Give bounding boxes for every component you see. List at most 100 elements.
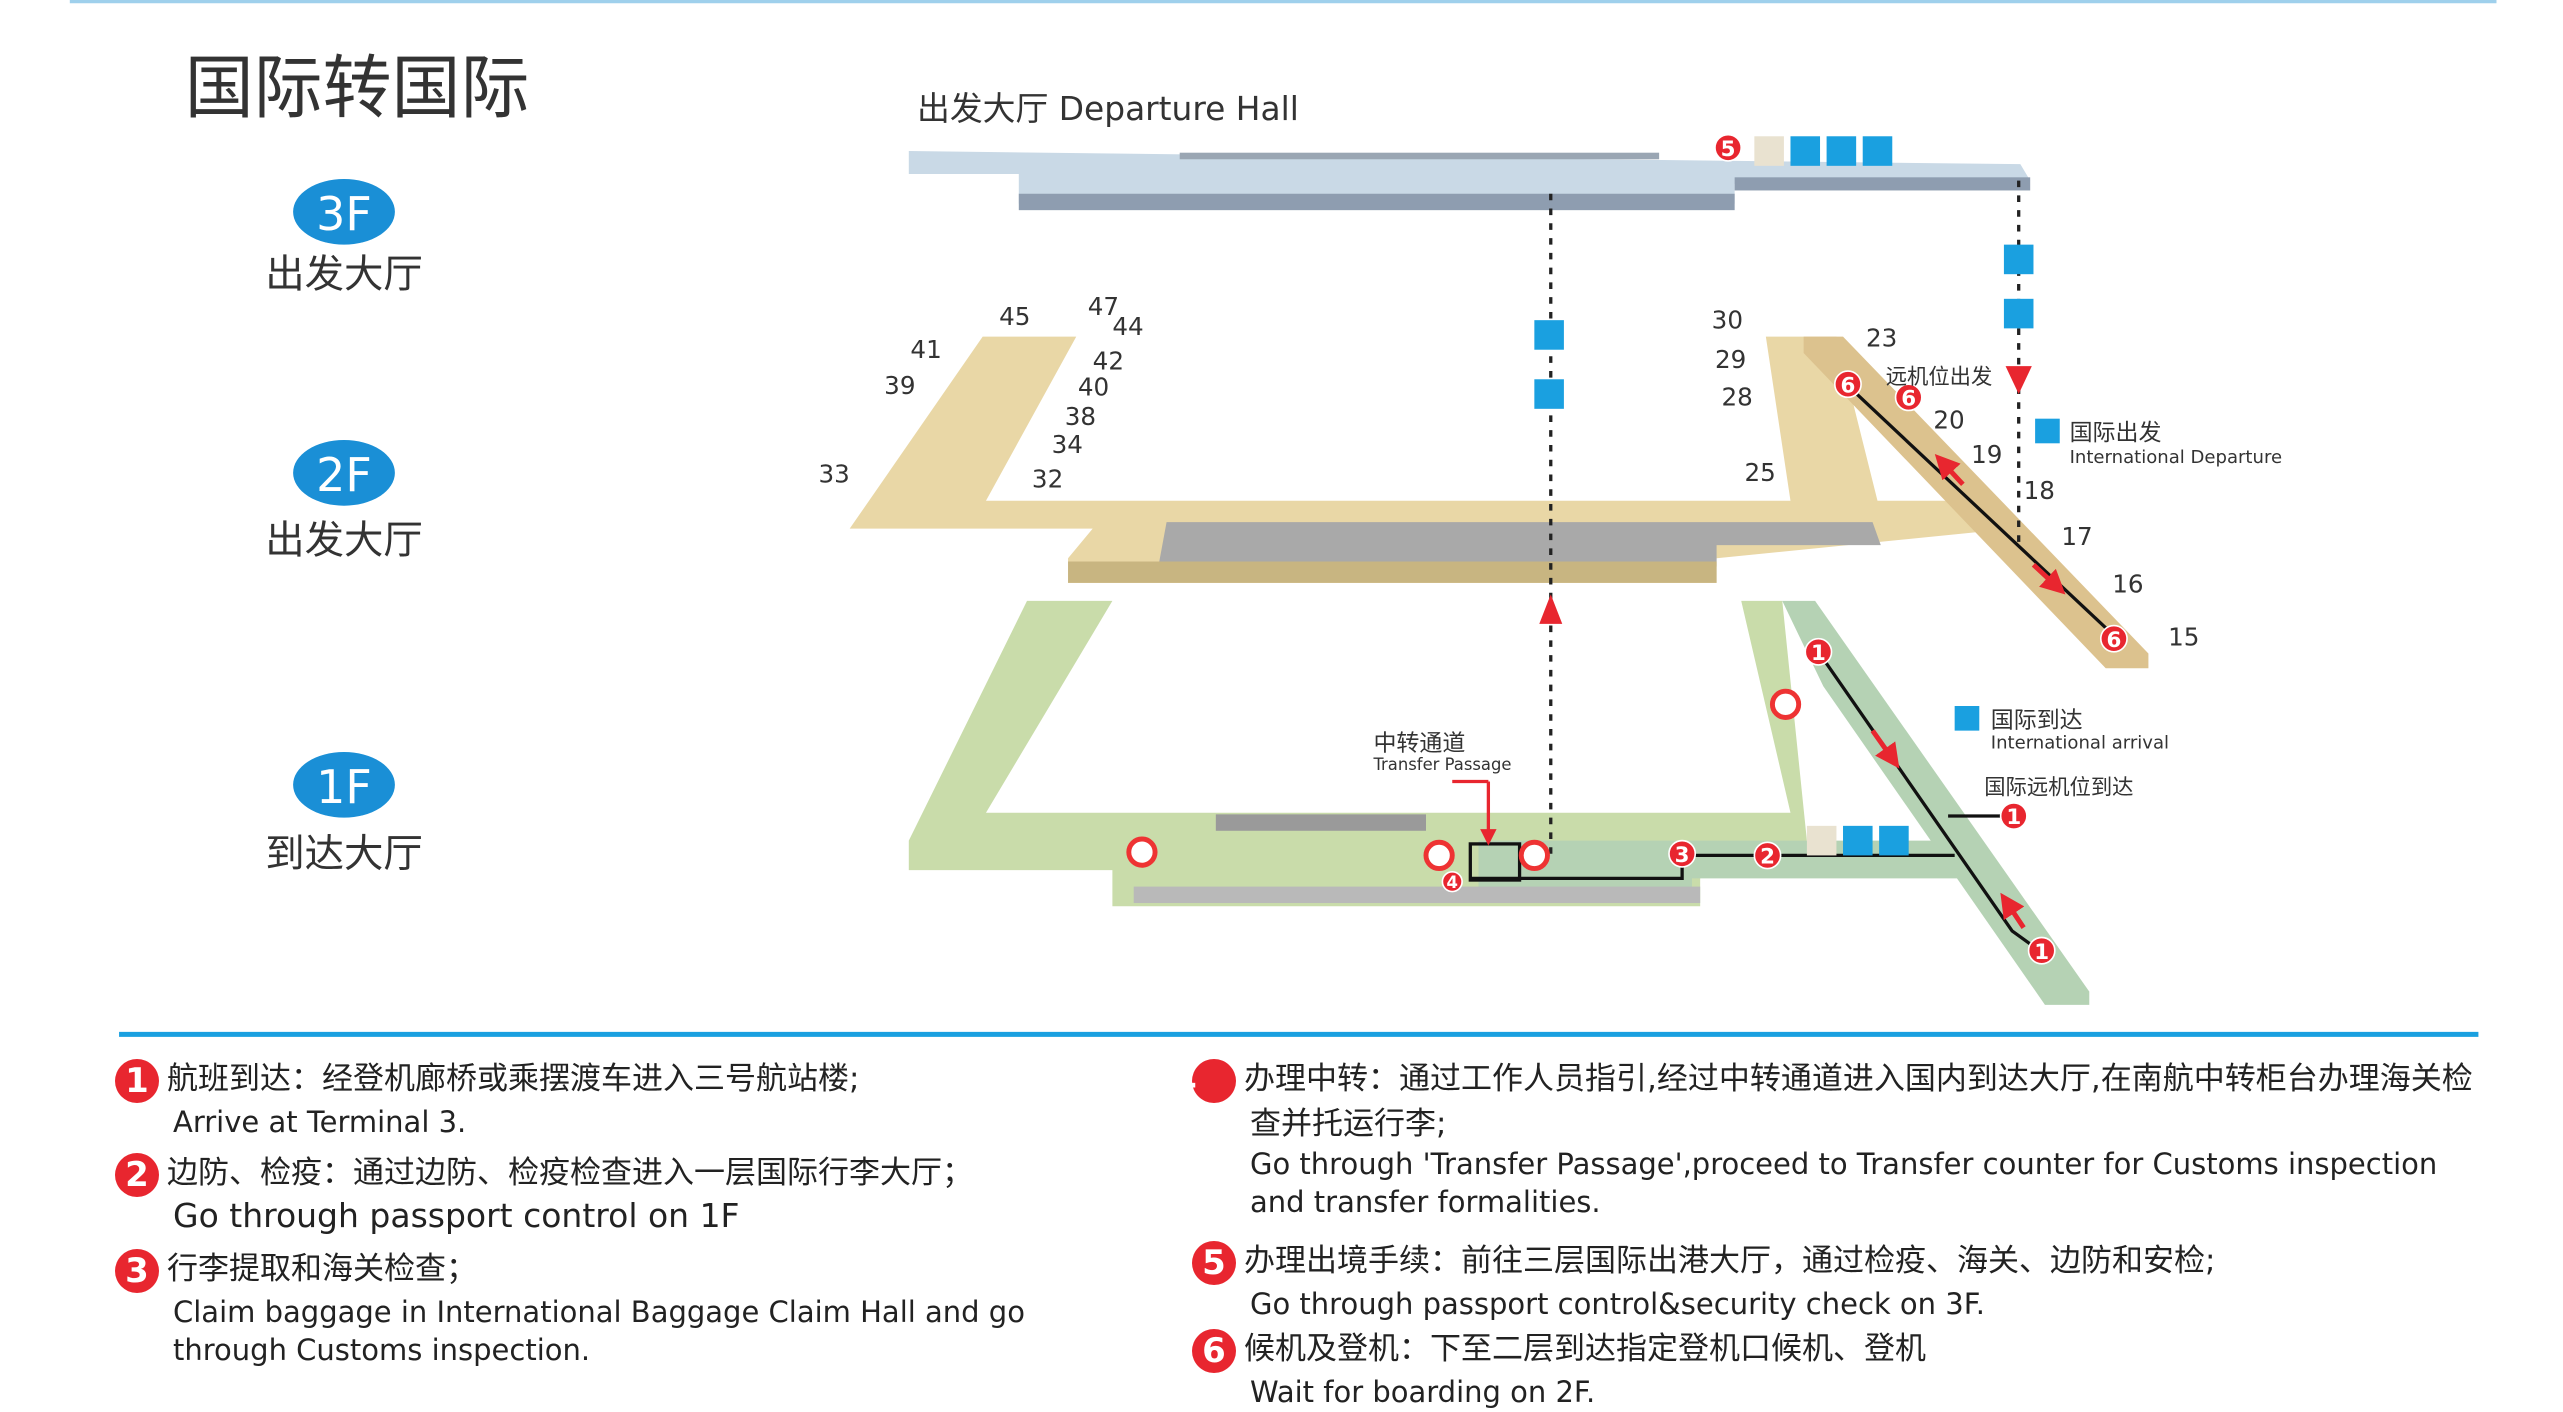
step-marker [1894, 383, 1923, 412]
escalator-icon [2003, 244, 2034, 275]
gate-label: 17 [2061, 522, 2092, 551]
customs-icon [1843, 825, 1873, 856]
step-text-cn: 航班到达：经登机廊桥或乘摆渡车进入三号航站楼; [167, 1061, 860, 1097]
passport-control-icon [1826, 136, 1857, 166]
security-check-icon [1862, 136, 1893, 166]
step-marker [2027, 936, 2056, 965]
floor-1f: 1F 到达大厅 [265, 751, 423, 877]
page-title: 国际转国际 [185, 49, 530, 129]
step-marker-number: 5 [1721, 137, 1736, 162]
gate-label: 30 [1712, 305, 1743, 334]
step-number: 2 [115, 1152, 159, 1197]
floor-badge-text: 2F [316, 448, 372, 502]
floor-badge-text: 3F [316, 187, 372, 241]
gate-label: 41 [910, 335, 941, 364]
gate-label: 44 [1112, 312, 1143, 341]
step-marker [1714, 133, 1743, 162]
intl-arrival-label-en: International arrival [1991, 733, 2169, 754]
step-marker-number: 6 [2107, 628, 2122, 653]
departure-hall-label: 出发大厅 Departure Hall [917, 90, 1299, 128]
gate-label: 23 [1866, 323, 1897, 352]
step-text-cn: 办理中转：通过工作人员指引,经过中转通道进入国内到达大厅,在南航中转柜台办理海关… [1244, 1061, 2473, 1142]
gate-label: 38 [1065, 402, 1096, 431]
step-marker [2099, 624, 2128, 653]
gate-label: 47 [1088, 292, 1119, 321]
up-arrow-icon [1539, 594, 1563, 624]
step-marker [1753, 841, 1782, 870]
gate-label: 33 [818, 460, 849, 489]
arrival-plane-icon [1954, 706, 1980, 731]
floor-3f-slab [908, 151, 2031, 211]
floor-badge [293, 751, 395, 818]
step-marker-number: 1 [2006, 805, 2021, 830]
floor-2f: 2F 出发大厅 [265, 440, 423, 563]
step-text-cn: 边防、检疫：通过边防、检疫检查进入一层国际行李大厅； [167, 1155, 973, 1191]
step-marker-number: 2 [1760, 845, 1775, 870]
step-marker [1668, 839, 1697, 868]
step-number: 6 [1192, 1328, 1236, 1373]
floor-label: 出发大厅 [265, 251, 423, 297]
intl-arrival-label: 国际到达 [1991, 707, 2083, 733]
passport-control-icon [1879, 825, 1909, 856]
gate-label: 16 [2112, 570, 2143, 599]
step-marker [1833, 370, 1862, 399]
down-arrow-icon [2005, 366, 2032, 395]
step-marker-number: 1 [2034, 940, 2049, 965]
step-text-en: Go through 'Transfer Passage',proceed to… [1250, 1146, 2438, 1219]
step-text-cn: 办理出境手续：前往三层国际出港大厅，通过检疫、海关、边防和安检; [1244, 1243, 2216, 1279]
step-number: 1 [115, 1058, 159, 1103]
floor-label: 出发大厅 [265, 517, 423, 563]
step-marker-number: 3 [1675, 843, 1690, 868]
china-southern-logo-icons [1126, 688, 1802, 872]
gate-label: 18 [2024, 476, 2055, 505]
step-number: 3 [115, 1248, 159, 1293]
departure-plane-icon [2035, 418, 2060, 444]
transfer-passage-label: 中转通道 [1373, 730, 1465, 756]
remote-departure-label: 远机位出发 [1886, 365, 1993, 390]
step-marker-number: 1 [1811, 641, 1826, 666]
remote-arrival-label: 国际远机位到达 [1984, 776, 2133, 801]
transfer-passage-label-en: Transfer Passage [1372, 755, 1511, 774]
step-text-en: Go through passport control on 1F [173, 1195, 740, 1235]
floor-badge [293, 440, 395, 506]
step-marker [1441, 871, 1463, 893]
intl-departure-label: 国际出发 [2070, 420, 2162, 446]
floor-badge [293, 178, 395, 245]
step-text-en: Claim baggage in International Baggage C… [173, 1294, 1025, 1367]
floor-1f-slab [908, 600, 2090, 1005]
step-marker-number: 6 [1901, 387, 1916, 412]
step-text-en: Go through passport control&security che… [1250, 1286, 1985, 1321]
gate-label: 29 [1715, 345, 1746, 374]
elevator-icon [1534, 320, 1564, 350]
gate-label: 28 [1722, 383, 1753, 412]
floor-3f: 3F 出发大厅 [265, 178, 423, 297]
intl-departure-label-en: International Departure [2070, 447, 2283, 468]
elevator-icon [2003, 298, 2034, 329]
gate-label: 19 [1971, 440, 2002, 469]
gate-label: 32 [1032, 465, 1063, 494]
gate-label: 39 [884, 371, 915, 400]
floor-label: 到达大厅 [265, 831, 423, 877]
step-text-en: Wait for boarding on 2F. [1250, 1374, 1596, 1409]
step-number: 5 [1192, 1240, 1236, 1285]
facility-icons [1534, 136, 2060, 856]
floor-2f-slab [849, 336, 2149, 669]
floor-badge-text: 1F [316, 760, 372, 814]
escalator-icon [1534, 379, 1564, 409]
gate-label: 20 [1933, 406, 1964, 435]
step-text-cn: 候机及登机：下至二层到达指定登机口候机、登机 [1244, 1331, 1926, 1367]
customs-icon [1790, 136, 1821, 166]
step-text-cn: 行李提取和海关检查； [167, 1251, 477, 1287]
step-marker [1804, 637, 1833, 666]
gate-label: 40 [1078, 373, 1109, 402]
quarantine-emblem-icon [1754, 136, 1784, 166]
